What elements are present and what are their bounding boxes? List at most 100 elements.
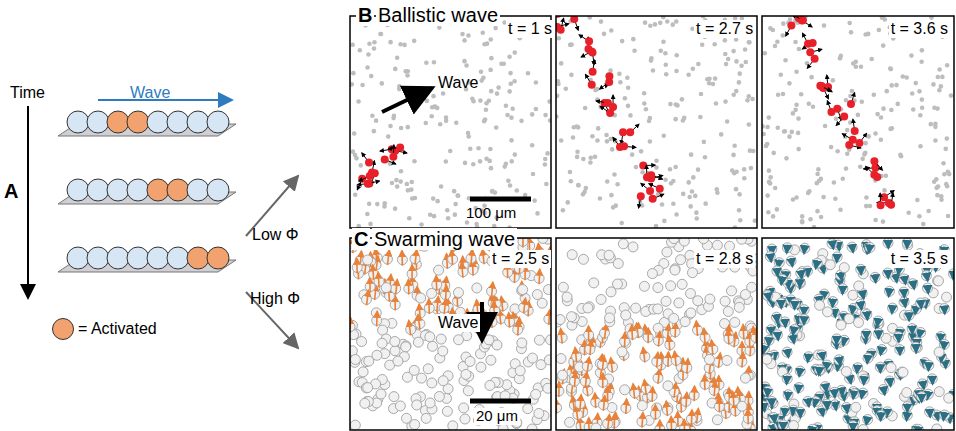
particle <box>380 81 385 86</box>
particle <box>737 71 742 76</box>
particle <box>742 176 747 181</box>
particle <box>807 424 817 430</box>
axis-label: Time <box>10 84 45 102</box>
velocity-arrow <box>372 265 375 280</box>
velocity-arrow <box>783 408 786 416</box>
particle <box>943 147 948 152</box>
particle <box>848 94 853 99</box>
particle <box>530 143 535 148</box>
active-particle <box>389 153 397 161</box>
particle <box>882 188 887 193</box>
particle <box>456 193 461 198</box>
particle <box>654 158 659 163</box>
particle <box>739 64 744 69</box>
velocity-arrow <box>477 300 478 315</box>
particle <box>768 181 773 186</box>
particle <box>797 47 802 52</box>
velocity-arrow <box>588 326 590 341</box>
particle <box>804 352 814 362</box>
particle <box>714 101 719 106</box>
particle <box>407 216 412 221</box>
velocity-arrow <box>841 387 842 395</box>
particle <box>723 99 728 104</box>
particle <box>669 313 679 323</box>
particle <box>368 222 373 227</box>
particle <box>704 354 714 364</box>
particle <box>920 48 925 53</box>
frame <box>556 16 757 228</box>
particle <box>703 201 708 206</box>
particle <box>743 60 748 65</box>
particle <box>583 106 588 111</box>
particle <box>416 293 426 303</box>
particle <box>902 238 912 248</box>
particle <box>528 353 538 363</box>
ground <box>350 238 551 430</box>
velocity-arrow <box>869 244 870 252</box>
particle <box>67 111 89 133</box>
particle <box>488 68 493 73</box>
particle <box>435 199 440 204</box>
velocity-arrow <box>774 414 775 422</box>
particle <box>605 313 615 323</box>
particle <box>853 363 863 373</box>
particle <box>884 286 894 296</box>
particle <box>167 111 189 133</box>
particle <box>543 285 551 295</box>
particle <box>800 214 805 219</box>
velocity-arrow <box>608 415 610 430</box>
velocity-arrow <box>851 244 854 252</box>
velocity-arrow <box>852 305 853 313</box>
particle <box>480 30 485 35</box>
panel-letter: B <box>356 4 374 26</box>
particle <box>750 97 755 102</box>
particle <box>518 285 528 295</box>
micrograph-frames <box>345 8 956 431</box>
wave-label: Wave <box>438 74 478 92</box>
regime-label: High Φ <box>250 290 300 308</box>
particle <box>764 335 774 345</box>
particle <box>822 399 832 409</box>
velocity-arrow <box>842 286 844 294</box>
particle <box>605 179 610 184</box>
particle <box>460 32 465 37</box>
particle <box>878 384 888 394</box>
particle <box>352 131 357 136</box>
velocity-arrow <box>714 381 715 396</box>
active-particle <box>799 16 807 24</box>
velocity-arrow <box>799 279 801 287</box>
particle <box>653 304 663 314</box>
particle <box>900 74 905 79</box>
particle <box>666 281 676 291</box>
particle <box>698 115 703 120</box>
particle <box>673 165 678 170</box>
particle <box>444 119 449 124</box>
particle <box>67 247 89 269</box>
particle <box>620 385 630 395</box>
particle <box>671 179 676 184</box>
velocity-arrow <box>835 402 836 410</box>
velocity-arrow <box>611 358 613 373</box>
particle <box>781 21 786 26</box>
particle <box>618 80 623 85</box>
particle <box>926 209 931 214</box>
particle <box>487 159 492 164</box>
particle <box>544 182 549 187</box>
velocity-arrow <box>603 396 604 411</box>
particle <box>670 22 675 27</box>
particle <box>398 42 403 47</box>
particle <box>663 62 668 67</box>
particle <box>535 211 540 216</box>
particle <box>512 50 517 55</box>
particle <box>673 117 678 122</box>
velocity-arrow <box>943 412 944 420</box>
particle <box>647 119 652 124</box>
velocity-arrow <box>666 401 667 416</box>
particle <box>626 85 631 90</box>
velocity-arrow <box>602 355 604 370</box>
particle <box>877 28 882 33</box>
particle <box>438 376 448 386</box>
particle <box>427 288 437 298</box>
velocity-arrow <box>401 251 403 266</box>
particle <box>864 195 869 200</box>
